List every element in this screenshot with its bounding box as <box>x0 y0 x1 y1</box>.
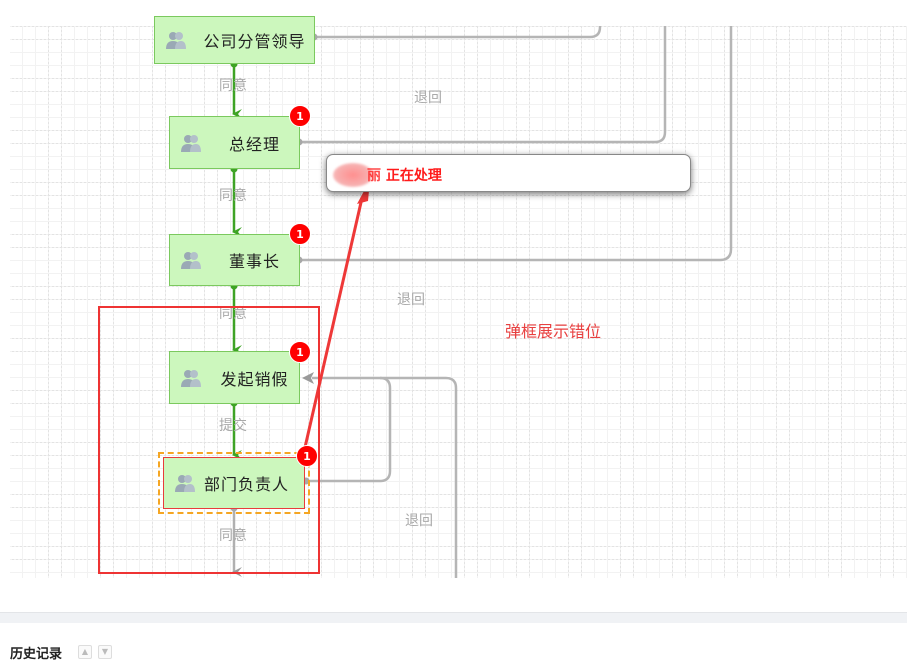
node-dept-head[interactable]: 部门负责人 <box>163 457 305 509</box>
history-title: 历史记录 <box>10 647 63 662</box>
redacted-name <box>333 163 373 187</box>
popup-status-text: 丽 正在处理 <box>367 168 442 184</box>
node-label: 部门负责人 <box>204 475 290 494</box>
node-general-manager[interactable]: 总经理 <box>169 116 300 169</box>
section-separator <box>0 612 907 623</box>
pending-count-badge: 1 <box>289 341 311 363</box>
edge-label-return: 退回 <box>414 90 442 106</box>
edge-label-return: 退回 <box>397 292 425 308</box>
sort-up-button[interactable]: ▲ <box>78 645 92 659</box>
edge-label-agree: 同意 <box>219 78 247 94</box>
edge-label-agree: 同意 <box>219 528 247 544</box>
pending-count-badge: 1 <box>289 223 311 245</box>
node-label: 董事长 <box>228 252 280 271</box>
node-label: 总经理 <box>228 134 280 154</box>
annotation-note: 弹框展示错位 <box>505 322 602 341</box>
node-label: 发起销假 <box>220 369 289 389</box>
pending-count-badge: 1 <box>296 445 318 467</box>
current-node-highlight <box>158 452 310 514</box>
node-chairman[interactable]: 董事长 <box>169 234 300 286</box>
node-label: 公司分管领导 <box>203 32 306 51</box>
sort-down-button[interactable]: ▼ <box>98 645 112 659</box>
user-group-icon <box>180 368 202 388</box>
user-group-icon <box>180 250 202 270</box>
pending-count-badge: 1 <box>289 105 311 127</box>
status-popup: 丽 正在处理 <box>326 154 691 192</box>
edge-label-return: 退回 <box>405 513 433 529</box>
annotation-highlight-box <box>98 306 320 574</box>
edge-label-submit: 提交 <box>219 418 247 434</box>
user-group-icon <box>180 133 202 153</box>
user-group-icon <box>165 30 187 50</box>
edge-label-agree: 同意 <box>219 188 247 204</box>
node-company-leader[interactable]: 公司分管领导 <box>154 16 315 64</box>
edge-label-agree: 同意 <box>219 306 247 322</box>
user-group-icon <box>174 473 196 493</box>
node-initiate-cancel-leave[interactable]: 发起销假 <box>169 351 300 404</box>
